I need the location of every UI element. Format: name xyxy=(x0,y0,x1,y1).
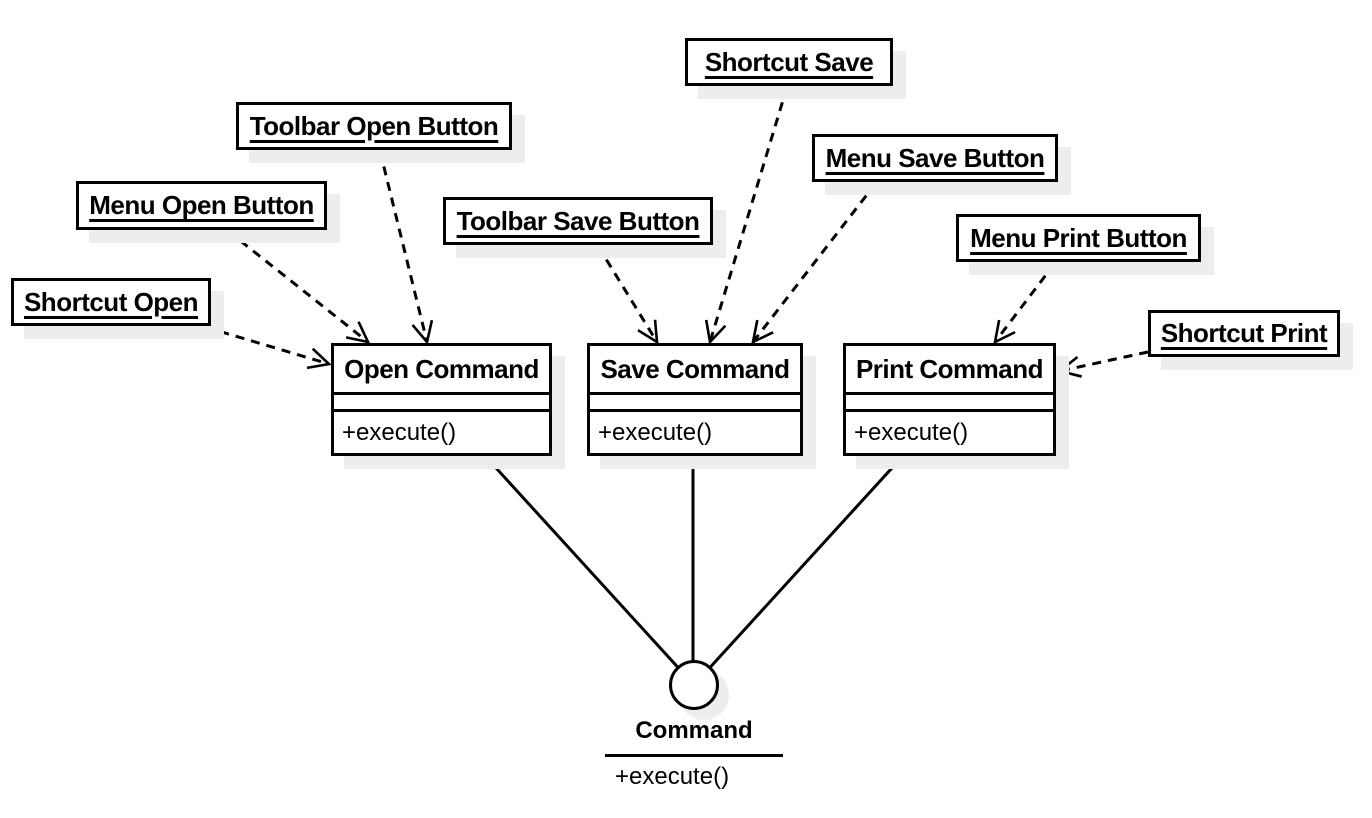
class-attributes xyxy=(334,395,549,412)
arrow-toolbar-open-to-open-command xyxy=(378,150,434,345)
arrow-menu-open-to-open-command xyxy=(227,229,371,344)
arrow-menu-print-to-print-command xyxy=(993,262,1057,345)
node-label: Menu Print Button xyxy=(970,222,1187,253)
node-label: Shortcut Open xyxy=(23,286,199,317)
class-attributes xyxy=(846,395,1053,412)
class-title: Save Command xyxy=(590,346,800,395)
node-toolbar-save-button: Toolbar Save Button xyxy=(443,197,713,245)
node-label: Toolbar Save Button xyxy=(456,205,700,236)
arrow-shortcut-print-to-print-command xyxy=(1057,350,1149,378)
class-attributes xyxy=(590,395,800,412)
class-title: Print Command xyxy=(846,346,1053,395)
node-toolbar-open-button: Toolbar Open Button xyxy=(236,102,512,150)
node-label: Shortcut Print xyxy=(1160,318,1328,348)
class-save-command: Save Command +execute() xyxy=(587,343,803,456)
class-open-command: Open Command +execute() xyxy=(331,343,552,456)
node-label: Toolbar Open Button xyxy=(249,110,499,141)
interface-method: +execute() xyxy=(615,763,730,790)
interface-lollipop-circle xyxy=(669,660,719,710)
class-print-command: Print Command +execute() xyxy=(843,343,1056,456)
class-title: Open Command xyxy=(334,346,549,395)
arrow-shortcut-open-to-open-command xyxy=(204,325,332,370)
node-shortcut-open: Shortcut Open xyxy=(11,278,211,326)
class-method: +execute() xyxy=(342,418,457,446)
node-shortcut-print: Shortcut Print xyxy=(1148,310,1340,357)
realization-line-open-command xyxy=(484,455,696,687)
node-shortcut-save: Shortcut Save xyxy=(685,38,893,86)
realization-line-print-command xyxy=(692,455,904,687)
class-method: +execute() xyxy=(854,418,969,446)
node-label: Menu Save Button xyxy=(825,142,1045,173)
interface-command: Command +execute() xyxy=(605,717,783,791)
arrow-menu-save-to-save-command xyxy=(751,182,878,345)
arrow-toolbar-save-to-save-command xyxy=(596,245,659,345)
node-label: Menu Open Button xyxy=(89,190,314,220)
class-method: +execute() xyxy=(598,418,713,446)
node-menu-open-button: Menu Open Button xyxy=(76,181,327,230)
interface-name: Command xyxy=(605,717,783,757)
arrow-shortcut-save-to-save-command xyxy=(704,86,789,345)
node-label: Shortcut Save xyxy=(704,46,874,77)
node-menu-save-button: Menu Save Button xyxy=(812,134,1058,182)
node-menu-print-button: Menu Print Button xyxy=(956,214,1201,262)
